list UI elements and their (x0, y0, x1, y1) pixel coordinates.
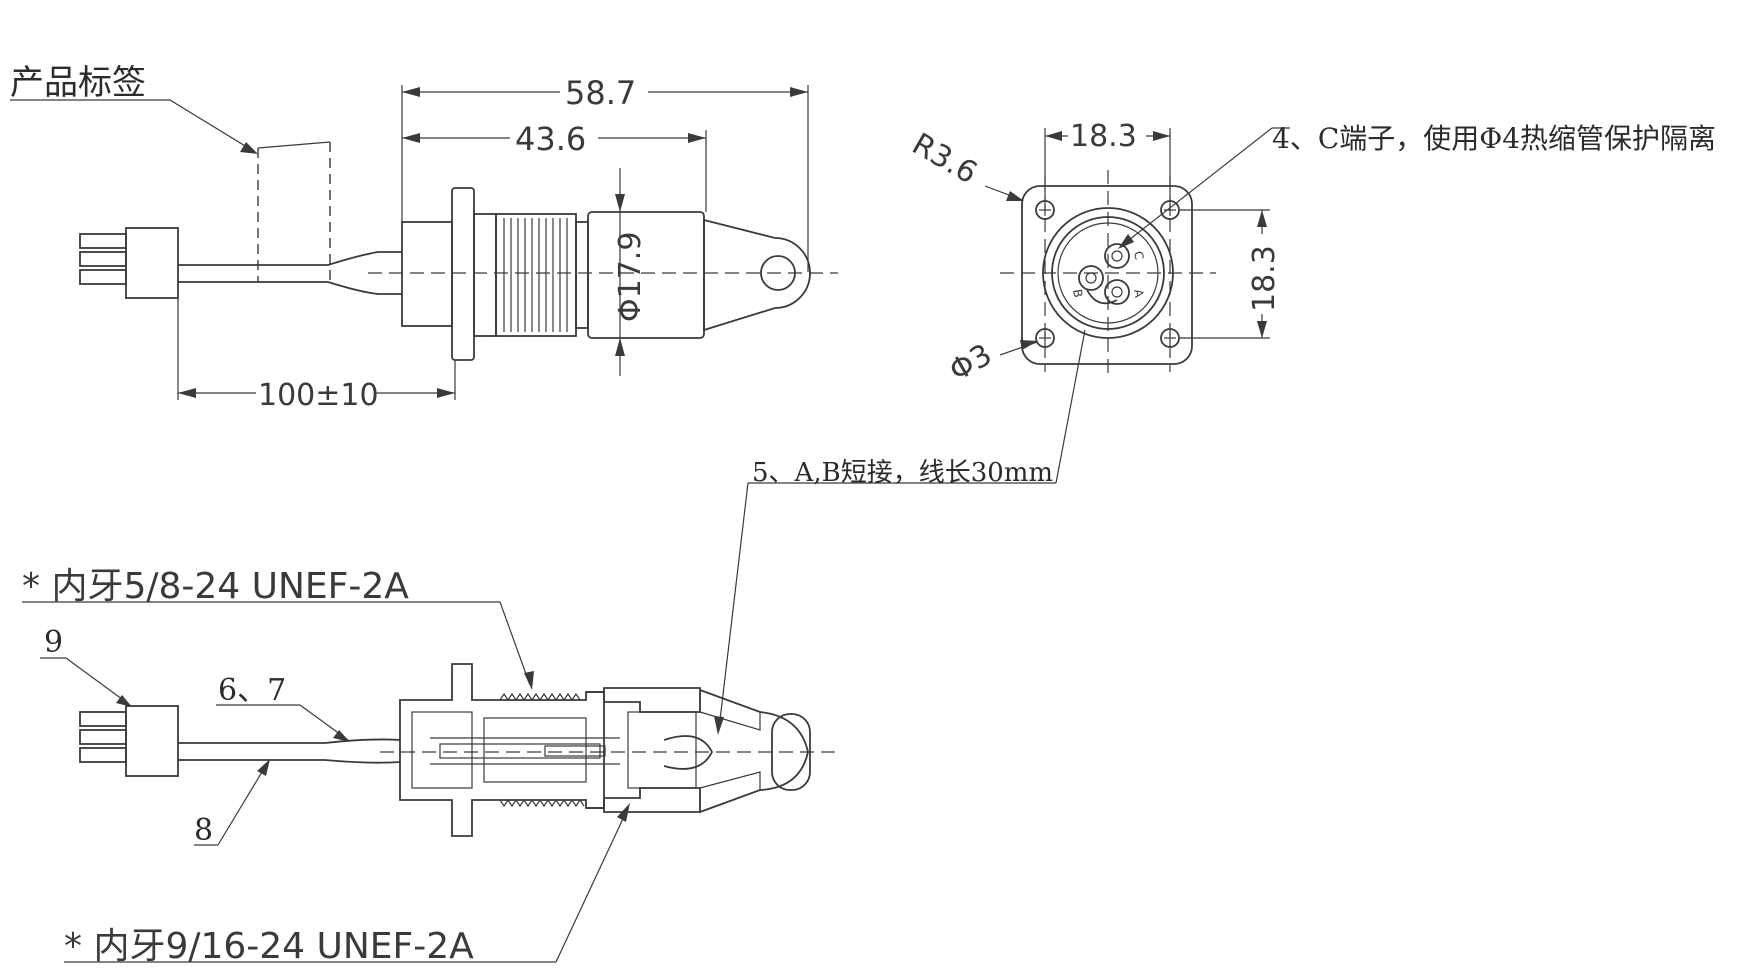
dim-overall-length: 58.7 (401, 74, 809, 272)
dim-flange-width: 18.3 (1044, 119, 1171, 200)
square-flange (1021, 185, 1193, 365)
item-9-callout: 9 (40, 625, 132, 707)
dim-hole-diameter: Φ3 (944, 337, 1038, 389)
section-threads (499, 692, 585, 808)
section-nut (586, 687, 811, 813)
thread-lines (503, 218, 568, 332)
dim-lead-length-text: 100±10 (258, 378, 379, 413)
sensor-housing (401, 187, 811, 361)
dim-hole-diameter-text: Φ3 (944, 337, 998, 389)
dim-body-diameter: Φ17.9 (613, 168, 648, 376)
section-body (399, 663, 620, 837)
note-5-callout: 5、A,B短接，线长30mm (714, 329, 1086, 735)
dim-body-diameter-text: Φ17.9 (613, 232, 648, 322)
dim-overall-length-text: 58.7 (565, 74, 636, 112)
section-connector-plug (79, 705, 179, 777)
dim-corner-radius: R3.6 (906, 127, 1024, 201)
product-label-text: 产品标签 (10, 63, 146, 103)
product-label (257, 141, 331, 282)
item-8-callout: 8 (194, 759, 270, 848)
thread-outer-callout: * 内牙5/8-24 UNEF-2A (22, 566, 534, 690)
note-4-text: 4、C端子，使用Φ4热缩管保护隔离 (1272, 122, 1716, 155)
dim-corner-radius-text: R3.6 (906, 127, 983, 192)
cable (178, 251, 402, 295)
note-4-callout: 4、C端子，使用Φ4热缩管保护隔离 (1118, 122, 1716, 249)
connector-plug (79, 227, 179, 299)
dim-flange-height-text: 18.3 (1247, 245, 1282, 312)
item-9-text: 9 (44, 625, 63, 660)
item-67-callout: 6、7 (216, 673, 350, 742)
pin-label-b: B (1070, 288, 1085, 299)
pin-label-a: A (1131, 288, 1146, 299)
thread-outer-text: * 内牙5/8-24 UNEF-2A (22, 566, 409, 607)
pin-label-c: C (1131, 250, 1146, 261)
item-67-text: 6、7 (218, 673, 286, 708)
note-5-text: 5、A,B短接，线长30mm (752, 458, 1053, 488)
item-8-text: 8 (194, 813, 213, 848)
dim-flange-height: 18.3 (1180, 209, 1282, 339)
thread-inner-text: * 内牙9/16-24 UNEF-2A (64, 926, 474, 967)
section-view: * 内牙5/8-24 UNEF-2A 9 6、7 8 (22, 566, 840, 967)
front-view: C A B 18.3 18.3 (714, 119, 1716, 735)
dim-body-length-text: 43.6 (515, 120, 586, 158)
dim-lead-length: 100±10 (177, 298, 456, 413)
side-view: 产品标签 (10, 63, 838, 413)
dim-body-length: 43.6 (402, 120, 707, 212)
thread-inner-callout: * 内牙9/16-24 UNEF-2A (64, 803, 630, 967)
dim-flange-width-text: 18.3 (1070, 119, 1137, 154)
